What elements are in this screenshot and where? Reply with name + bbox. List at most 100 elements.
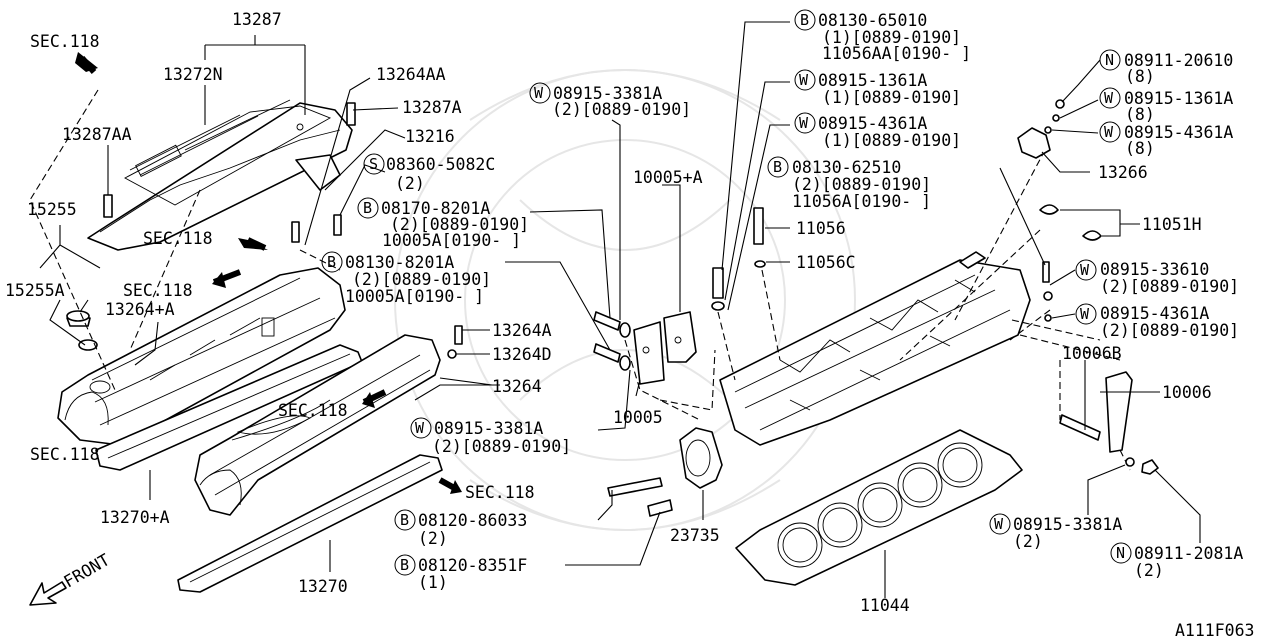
label-08130-62510-qty: (2)[0889-0190] <box>792 175 931 194</box>
label-08130-65010: 08130-65010 <box>818 11 927 30</box>
callout-b65010: B 08130-65010 (1)[0889-0190] 11056AA[019… <box>794 9 971 63</box>
label-sec118-b: SEC.118 <box>123 281 193 300</box>
prefix-b: B <box>400 511 409 529</box>
label-08130-65010-qty: (1)[0889-0190] <box>822 28 961 47</box>
prefix-b: B <box>327 253 336 271</box>
labels: SEC.118 13287 13272N 13264AA 13287A 1328… <box>5 9 1254 639</box>
label-08130-62510: 08130-62510 <box>792 158 901 177</box>
label-sec118-a: SEC.118 <box>143 229 213 248</box>
label-08911-20610: 08911-20610 <box>1124 51 1233 70</box>
prefix-w: W <box>799 71 809 89</box>
label-13264AA: 13264AA <box>376 65 446 84</box>
label-08915-4361A: 08915-4361A <box>818 114 927 133</box>
prefix-n: N <box>1105 51 1114 69</box>
callout-w4361b: W 08915-4361A (2)[0889-0190] <box>1075 303 1239 340</box>
gasket-13270 <box>177 454 443 593</box>
callout-b08170: B 08170-8201A (2)[0889-0190] 10005A[0190… <box>357 197 529 250</box>
label-13266: 13266 <box>1098 163 1148 182</box>
label-08360-qty: (2) <box>395 174 425 193</box>
label-11051H: 11051H <box>1142 215 1202 234</box>
label-08130-8201A-alt: 10005A[0190- ] <box>345 287 484 306</box>
label-08130-65010-alt: 11056AA[0190- ] <box>822 44 971 63</box>
label-sec118-e: SEC.118 <box>465 483 535 502</box>
label-13272N: 13272N <box>163 65 223 84</box>
label-08915-3381A-r: 08915-3381A <box>1013 515 1122 534</box>
label-08915-3381A-r-qty: (2) <box>1013 532 1043 551</box>
label-13264pA: 13264+A <box>105 300 175 319</box>
label-15255: 15255 <box>27 200 77 219</box>
prefix-w: W <box>534 84 544 102</box>
label-08120-8351F: 08120-8351F <box>418 556 527 575</box>
label-08915-33610: 08915-33610 <box>1100 260 1209 279</box>
callout-w1361: W 08915-1361A (1)[0889-0190] <box>794 69 961 107</box>
label-15255A: 15255A <box>5 281 65 300</box>
prefix-w: W <box>1104 123 1114 141</box>
callout-w3381r: W 08915-3381A (2) <box>989 513 1122 551</box>
engine-cover-13287 <box>87 99 353 251</box>
label-13287AA: 13287AA <box>62 125 132 144</box>
label-08130-62510-alt: 11056A[0190- ] <box>792 192 931 211</box>
bracket-10005 <box>633 311 697 385</box>
label-sec118-d: SEC.118 <box>30 445 100 464</box>
label-10006B: 10006B <box>1062 344 1122 363</box>
label-08915-1361A-r-qty: (8) <box>1125 105 1155 124</box>
label-08915-4361A-r-qty: (8) <box>1125 139 1155 158</box>
diagram-id: A111F063 <box>1175 621 1254 639</box>
label-08915-1361A-qty: (1)[0889-0190] <box>822 88 961 107</box>
label-13287: 13287 <box>232 10 282 29</box>
label-08911-2081A-qty: (2) <box>1134 561 1164 580</box>
label-08915-4361A-r: 08915-4361A <box>1124 123 1233 142</box>
callout-w3381-top: W 08915-3381A (2)[0889-0190] <box>529 82 691 119</box>
callout-w1361r: W 08915-1361A (8) <box>1099 87 1233 124</box>
label-08170-8201A: 08170-8201A <box>381 199 490 218</box>
label-08911-20610-qty: (8) <box>1125 67 1155 86</box>
oil-cap-15255A <box>66 310 98 351</box>
prefix-w: W <box>994 515 1004 533</box>
callout-b08120a: B 08120-86033 (2) <box>394 509 527 548</box>
label-08915-4361A-b: 08915-4361A <box>1100 304 1209 323</box>
label-08915-4361A-b-qty: (2)[0889-0190] <box>1100 321 1239 340</box>
prefix-w: W <box>1104 89 1114 107</box>
rocker-cover-13264 <box>194 334 441 516</box>
label-13270: 13270 <box>298 577 348 596</box>
callout-n20610: N 08911-20610 (8) <box>1099 49 1233 86</box>
label-13264D: 13264D <box>492 345 552 364</box>
bolts-center <box>593 207 766 371</box>
callout-b08130a: B 08130-8201A (2)[0889-0190] 10005A[0190… <box>321 251 491 306</box>
watermark-emblem <box>394 69 856 531</box>
label-11044: 11044 <box>860 596 910 615</box>
front-label: FRONT <box>61 550 114 591</box>
callout-w33610: W 08915-33610 (2)[0889-0190] <box>1075 259 1239 296</box>
label-08120-86033-qty: (2) <box>418 529 448 548</box>
label-sec118-top: SEC.118 <box>30 32 100 51</box>
cylinder-head <box>719 251 1031 446</box>
prefix-w: W <box>799 114 809 132</box>
callout-w4361r: W 08915-4361A (8) <box>1099 121 1233 158</box>
prefix-n: N <box>1116 544 1125 562</box>
callout-n2081: N 08911-2081A (2) <box>1110 542 1243 580</box>
leader-lines <box>39 21 1201 598</box>
callout-w4361: W 08915-4361A (1)[0889-0190] <box>794 112 961 150</box>
label-08915-3381A: 08915-3381A <box>434 419 543 438</box>
label-08915-1361A: 08915-1361A <box>818 71 927 90</box>
callout-s08360: S 08360-5082C (2) <box>363 153 495 193</box>
label-08915-33610-qty: (2)[0889-0190] <box>1100 277 1239 296</box>
label-08120-86033: 08120-86033 <box>418 511 527 530</box>
label-08120-8351F-qty: (1) <box>418 573 448 592</box>
label-08915-3381A-qty: (2)[0889-0190] <box>432 437 571 456</box>
prefix-b: B <box>363 199 372 217</box>
label-08170-qty: (2)[0889-0190] <box>390 215 529 234</box>
label-11056C: 11056C <box>796 253 856 272</box>
prefix-b: B <box>773 158 782 176</box>
label-08915-4361A-qty: (1)[0889-0190] <box>822 131 961 150</box>
label-13270pA: 13270+A <box>100 508 170 527</box>
label-23735: 23735 <box>670 526 720 545</box>
label-08915-1361A-r: 08915-1361A <box>1124 89 1233 108</box>
prefix-w: W <box>1080 261 1090 279</box>
label-10006: 10006 <box>1162 383 1212 402</box>
label-10005: 10005 <box>613 408 663 427</box>
plate-23735 <box>607 427 723 517</box>
label-10005pA: 10005+A <box>633 168 703 187</box>
prefix-w: W <box>1080 305 1090 323</box>
